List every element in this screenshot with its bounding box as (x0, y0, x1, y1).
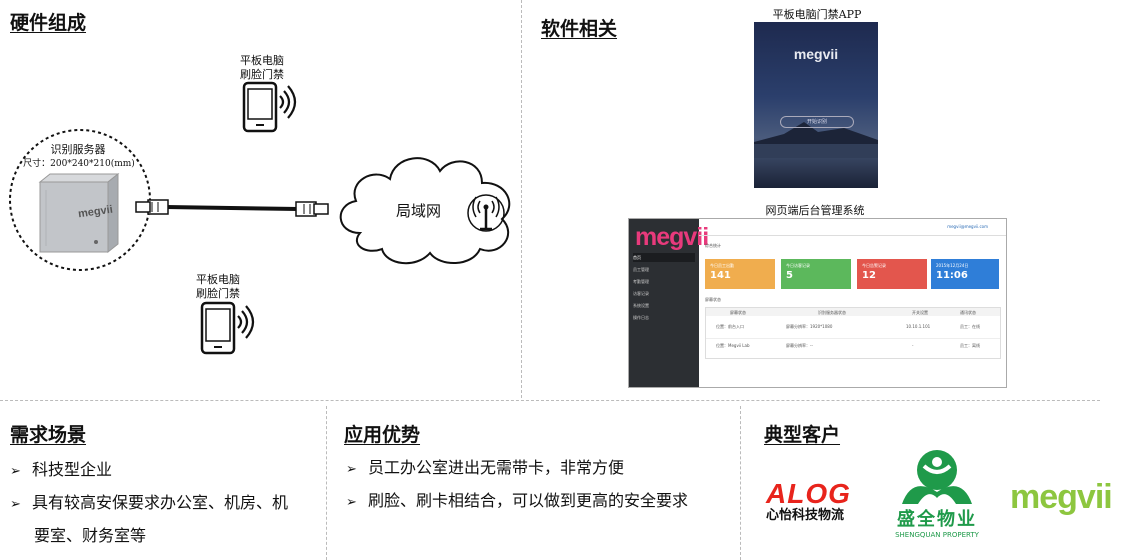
server-name: 识别服务器 (50, 143, 106, 156)
table-cell: 员工：在线 (960, 324, 980, 329)
list-item-continuation: 要室、财务室等 (34, 526, 147, 545)
megvii-logo: megvii (1010, 478, 1113, 516)
table-cell: 屏幕分辨率：1920*1080 (786, 324, 833, 329)
admin-sidebar (629, 219, 699, 387)
divider-bottom-2 (740, 406, 741, 560)
list-item: ➢具有较高安保要求办公室、机房、机 (10, 487, 322, 520)
server-box-icon (38, 172, 120, 254)
table-cell: 员工：离线 (960, 343, 980, 348)
admin-nav-item[interactable]: 系统设置 (633, 303, 649, 308)
shengquan-logo: 盛全物业 SHENGQUAN PROPERTY (888, 448, 986, 540)
arrow-icon: ➢ (10, 464, 21, 479)
divider-top (521, 0, 522, 398)
needs-list: ➢科技型企业 ➢具有较高安保要求办公室、机房、机 要室、财务室等 (10, 454, 322, 551)
tablet-top-caption: 平板电脑刷脸门禁 (240, 54, 284, 81)
list-item: ➢员工办公室进出无需带卡，非常方便 (346, 452, 738, 485)
table-cell: 位置：前台入口 (716, 324, 744, 329)
hardware-title: 硬件组成 (10, 12, 87, 34)
list-item: ➢科技型企业 (10, 454, 322, 487)
alog-logo: ALOG 心怡科技物流 (766, 478, 851, 524)
admin-section-stats: 综合统计 (705, 243, 721, 248)
admin-nav-item[interactable]: 首页 (633, 253, 695, 262)
list-item: ➢刷脸、刷卡相结合，可以做到更高的安全要求 (346, 485, 738, 518)
admin-nav-item[interactable]: 访客记录 (633, 291, 649, 296)
divider-middle (0, 400, 1100, 401)
admin-nav-item[interactable]: 考勤管理 (633, 279, 649, 284)
mountain-graphic (754, 122, 878, 158)
table-cell: 屏幕分辨率：-- (786, 343, 813, 348)
arrow-icon: ➢ (346, 462, 357, 477)
tablet-top-icon (242, 81, 297, 133)
needs-title: 需求场景 (10, 424, 87, 446)
arrow-icon: ➢ (10, 497, 21, 512)
table-cell: 10.10.1.101 (906, 324, 931, 329)
admin-nav-item[interactable]: 员工管理 (633, 267, 649, 272)
app-screenshot: megvii 开始识别 (754, 22, 878, 188)
app-start-button[interactable]: 开始识别 (780, 116, 854, 128)
admin-user[interactable]: megvii@megvii.com (947, 224, 988, 229)
admin-nav-item[interactable]: 操作日志 (633, 315, 649, 320)
shengquan-emblem (902, 450, 972, 504)
divider-bottom-1 (326, 406, 327, 560)
table-cell: - (912, 343, 914, 348)
web-caption: 网页端后台管理系统 (765, 204, 865, 217)
software-title: 软件相关 (541, 18, 618, 40)
server-size: 尺寸：200*240*210(mm) (23, 159, 135, 169)
table-header: 通讯状态 (960, 310, 976, 315)
tablet-bottom-icon (200, 301, 255, 355)
table-header: 开关设置 (912, 310, 928, 315)
table-cell: 位置：Megvii Lab (716, 343, 750, 348)
advantages-list: ➢员工办公室进出无需带卡，非常方便 ➢刷脸、刷卡相结合，可以做到更高的安全要求 (346, 452, 738, 518)
lan-cloud-icon (339, 157, 511, 265)
arrow-icon: ➢ (346, 495, 357, 510)
admin-logo: megvii (635, 223, 709, 251)
admin-section-screens: 屏幕状态 (705, 297, 721, 302)
table-header: 屏幕状态 (730, 310, 746, 315)
customers-title: 典型客户 (764, 424, 841, 446)
app-logo: megvii (793, 46, 839, 62)
lan-label: 局域网 (396, 202, 442, 220)
table-header: 识别服务器状态 (818, 310, 846, 315)
tablet-bottom-caption: 平板电脑刷脸门禁 (196, 273, 240, 300)
network-cable (135, 199, 329, 217)
app-caption: 平板电脑门禁APP (772, 8, 862, 21)
advantages-title: 应用优势 (344, 424, 421, 446)
admin-screenshot: megvii 首页 员工管理 考勤管理 访客记录 系统设置 操作日志 megvi… (628, 218, 1007, 388)
admin-table: 屏幕状态 识别服务器状态 开关设置 通讯状态 位置：前台入口 屏幕分辨率：192… (705, 307, 1001, 359)
